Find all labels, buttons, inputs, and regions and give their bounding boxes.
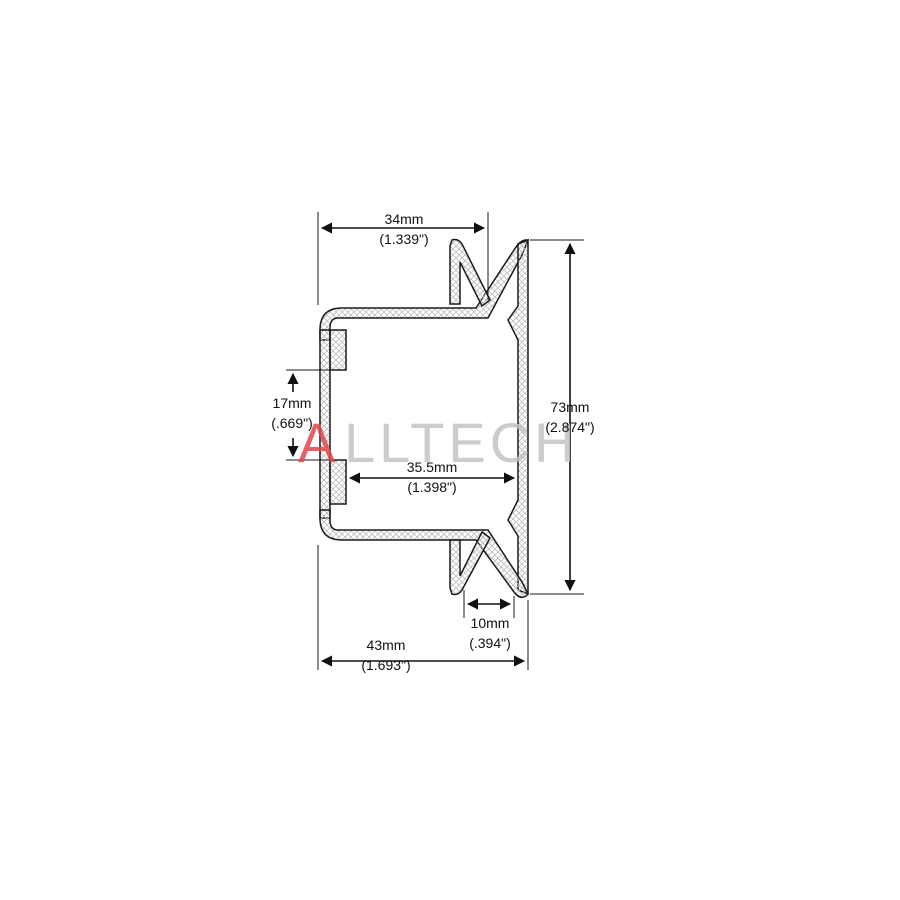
extension-lines [286, 212, 584, 670]
bottom-fin [449, 530, 491, 596]
overall-width-imperial: (1.693") [361, 657, 410, 673]
watermark-rest: LLTECH [344, 411, 579, 474]
top-width-imperial: (1.339") [379, 231, 428, 247]
top-arm [319, 239, 530, 341]
flange-gap-metric: 10mm [471, 615, 510, 631]
top-fin [449, 238, 491, 308]
flange-gap-imperial: (.394") [469, 635, 511, 651]
overall-width-metric: 43mm [367, 637, 406, 653]
inner-height-metric: 17mm [273, 395, 312, 411]
overall-height-metric: 73mm [551, 399, 590, 415]
dimension-arrows [287, 222, 576, 667]
inner-depth-metric: 35.5mm [407, 459, 458, 475]
main-flange [507, 238, 529, 596]
watermark: A LLTECH [298, 411, 579, 474]
upper-inner-tab [329, 329, 347, 371]
dimension-labels: 34mm (1.339") 17mm (.669") 73mm (2.874")… [271, 211, 594, 673]
inner-depth-imperial: (1.398") [407, 479, 456, 495]
part-profile [319, 238, 530, 599]
bottom-arm [319, 509, 529, 599]
overall-height-imperial: (2.874") [545, 419, 594, 435]
watermark-accent: A [298, 411, 339, 474]
top-width-metric: 34mm [385, 211, 424, 227]
inner-height-imperial: (.669") [271, 415, 313, 431]
